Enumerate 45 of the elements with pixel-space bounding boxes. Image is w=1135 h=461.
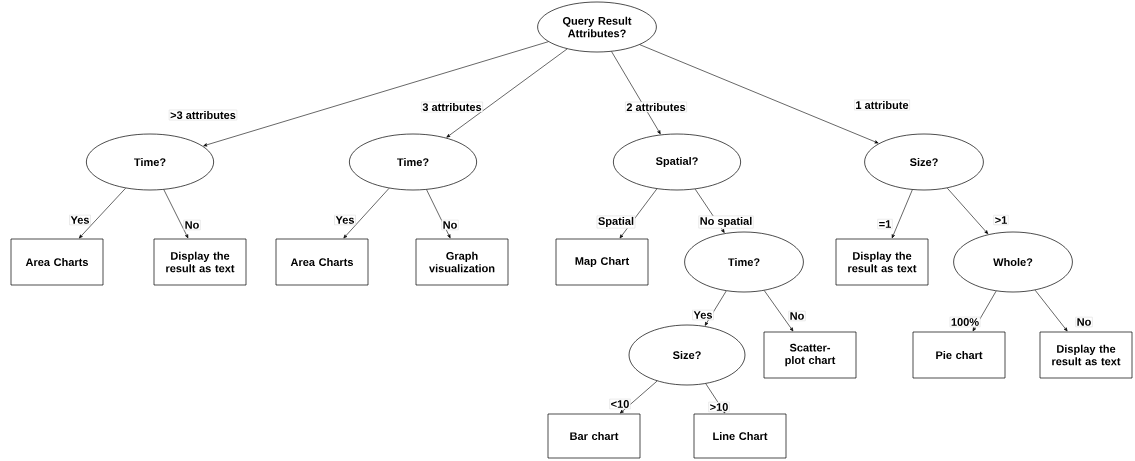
edge-label: Yes <box>334 214 356 226</box>
arrow <box>764 290 794 332</box>
edge-label: No <box>183 219 201 231</box>
result-box: Graph visualization <box>415 238 509 286</box>
edge-label: >3 attributes <box>168 109 238 121</box>
arrow <box>891 189 913 239</box>
arrow <box>619 188 658 239</box>
edge-label: =1 <box>877 218 893 230</box>
edge-label: 100% <box>949 316 981 328</box>
result-box: Pie chart <box>912 331 1006 379</box>
edge-label: No <box>1075 316 1093 328</box>
edge-label: Yes <box>692 309 714 321</box>
edge-label: Yes <box>69 214 91 226</box>
edge-label: Spatial <box>596 215 636 229</box>
arrow <box>619 380 658 414</box>
result-box: Map Chart <box>555 238 649 286</box>
arrow <box>972 290 997 332</box>
arrow <box>426 189 451 239</box>
arrow <box>163 189 189 239</box>
result-box: Area Charts <box>10 238 104 286</box>
edge-label: <10 <box>609 398 631 410</box>
arrow <box>203 41 549 147</box>
arrow <box>611 51 661 135</box>
edge-label: 3 attributes <box>421 101 483 113</box>
result-box: Area Charts <box>275 238 369 286</box>
result-box: Bar chart <box>547 413 641 459</box>
edge-label: No <box>788 310 806 322</box>
result-box: Display the result as text <box>835 238 929 286</box>
result-box: Line Chart <box>693 413 787 459</box>
result-box: Display the result as text <box>1039 331 1133 379</box>
arrow <box>446 48 568 138</box>
arrow <box>1034 289 1068 332</box>
edge-label: No <box>441 219 459 231</box>
edge-label: >1 <box>993 214 1009 226</box>
arrow <box>343 188 390 239</box>
edge-label: 1 attribute <box>854 99 910 111</box>
arrow <box>704 290 727 326</box>
arrow <box>639 44 879 144</box>
result-box: Scatter-plot chart <box>763 331 857 379</box>
edge-label: >10 <box>708 401 730 413</box>
edge-label: 2 attributes <box>625 101 687 113</box>
edge-label: No spatial <box>698 215 754 229</box>
result-box: Display the result as text <box>153 238 247 286</box>
arrow <box>946 187 989 235</box>
arrow <box>78 187 126 239</box>
